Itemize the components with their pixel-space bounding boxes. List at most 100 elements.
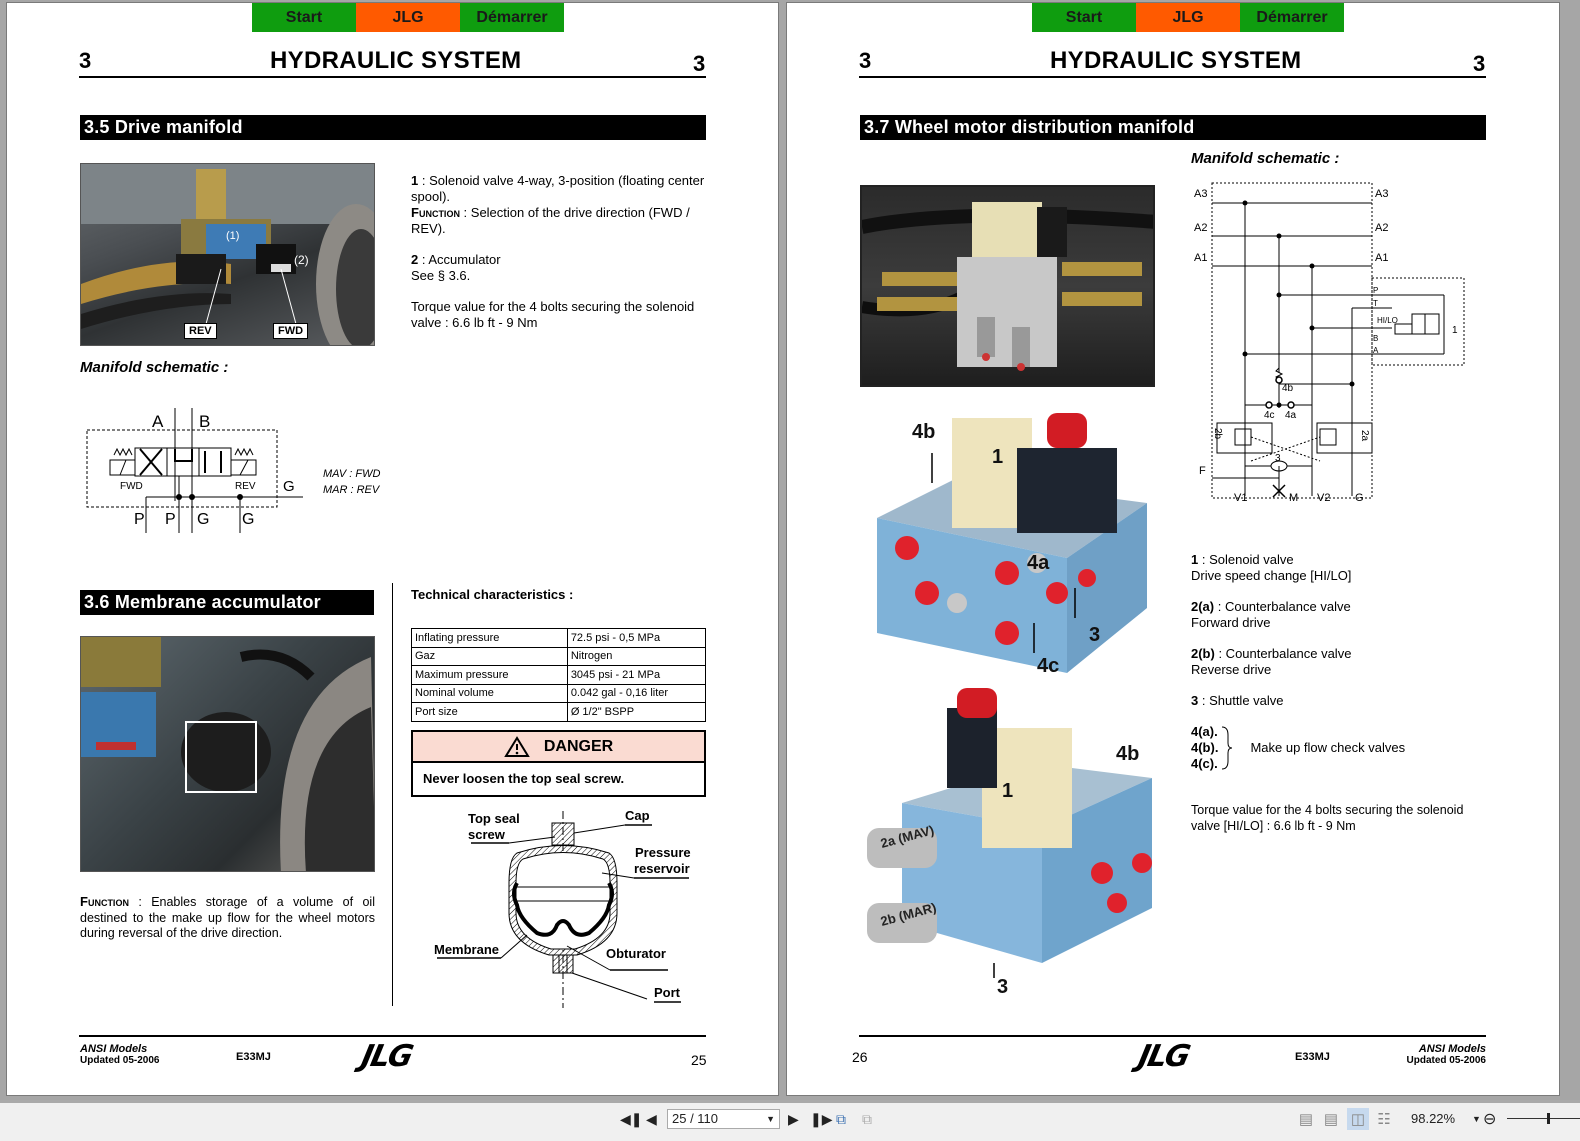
check-valve-ids: 4(a). 4(b). 4(c).	[1191, 724, 1218, 772]
last-page-icon[interactable]: ❚▶	[810, 1111, 833, 1127]
jlg-logo: JLG	[358, 1039, 415, 1074]
photo-label-fwd: FWD	[273, 323, 309, 339]
footer-model-code: E33MJ	[236, 1051, 271, 1063]
drive-manifold-illustration: (1) (2)	[81, 164, 374, 345]
danger-title: DANGER	[543, 737, 614, 755]
next-page-icon[interactable]: ▶	[788, 1111, 799, 1127]
check-valves-text: Make up flow check valves	[1250, 740, 1406, 755]
legend-mav: MAV : FWD	[323, 468, 381, 480]
item-text: : Counterbalance valve	[1214, 599, 1351, 614]
continuous-icon[interactable]: ▤	[1323, 1111, 1339, 1128]
nav-tabs: Start JLG Démarrer	[252, 3, 564, 32]
page-25: Start JLG Démarrer 3 HYDRAULIC SYSTEM 3 …	[6, 2, 779, 1096]
function-text: : Selection of the drive direction (FWD …	[411, 205, 690, 236]
zoom-slider-thumb[interactable]	[1547, 1113, 1550, 1124]
schematic-4c: 4c	[1264, 410, 1275, 421]
schematic-heading: Manifold schematic :	[1191, 150, 1340, 167]
warning-triangle-icon	[504, 735, 530, 757]
footer-model-code: E33MJ	[1295, 1051, 1330, 1063]
nav-tab-demarrer[interactable]: Démarrer	[460, 3, 564, 32]
section-heading-3-7: 3.7 Wheel motor distribution manifold	[860, 115, 1486, 140]
section-heading-3-5: 3.5 Drive manifold	[80, 115, 706, 140]
label-cap: Cap	[625, 808, 650, 823]
item-text: : Accumulator	[418, 252, 501, 267]
label-reservoir: reservoir	[634, 861, 690, 876]
item-number: 2(b)	[1191, 646, 1215, 661]
zoom-out-icon[interactable]: ⊖	[1483, 1111, 1497, 1128]
schematic-f: F	[1199, 465, 1206, 477]
page-title: HYDRAULIC SYSTEM	[270, 47, 522, 74]
zoom-dropdown-icon[interactable]: ▼	[1472, 1114, 1481, 1124]
zoom-slider[interactable]	[1507, 1113, 1580, 1124]
port-label-g-side: G	[283, 478, 295, 495]
nav-tab-demarrer[interactable]: Démarrer	[1240, 3, 1344, 32]
item-1-description: 1 : Solenoid valve 4-way, 3-position (fl…	[411, 173, 707, 237]
tech-value: 3045 psi - 21 MPa	[566, 665, 707, 685]
drive-manifold-schematic: A B FWD REV G P P	[86, 408, 303, 533]
facing-icon[interactable]: ◫	[1347, 1108, 1369, 1130]
document-viewport: Start JLG Démarrer 3 HYDRAULIC SYSTEM 3 …	[6, 2, 1560, 1096]
tech-property: Nominal volume	[411, 683, 568, 703]
wheel-motor-schematic: A3 A3 A2 A2 A1 A1 P T B	[1194, 182, 1465, 504]
nav-tab-jlg[interactable]: JLG	[356, 3, 460, 32]
port-label-g1: G	[197, 511, 209, 528]
chapter-number-left: 3	[79, 48, 92, 73]
footer-ansi: ANSI Models	[1418, 1043, 1486, 1055]
schematic-v1: V1	[1234, 492, 1247, 504]
continuous-facing-icon[interactable]: ☷	[1377, 1111, 1391, 1128]
item-subtext: Forward drive	[1191, 615, 1271, 630]
item-subtext: Drive speed change [HI/LO]	[1191, 568, 1352, 583]
page-indicator: 25 / 110	[672, 1111, 719, 1126]
page-number-select[interactable]: 25 / 110 ▼	[667, 1109, 780, 1129]
schematic-4a: 4a	[1285, 410, 1297, 421]
item-text: : Counterbalance valve	[1214, 646, 1352, 661]
port-label-b: B	[199, 412, 210, 431]
item-number: 3	[1191, 693, 1199, 708]
zoom-level[interactable]: 98.22%	[1411, 1111, 1456, 1126]
schematic-hilo: HI/LO	[1377, 316, 1398, 325]
footer-updated: Updated 05-2006	[80, 1055, 160, 1066]
tech-value: 72.5 psi - 0,5 MPa	[566, 628, 707, 648]
schematic-legend: MAV : FWD MAR : REV	[323, 466, 380, 498]
first-page-icon[interactable]: ◀❚	[620, 1111, 643, 1127]
next-view-icon[interactable]: ⧉	[862, 1111, 872, 1127]
item-text: : Solenoid valve	[1198, 552, 1294, 567]
schematic-2b: 2b	[1212, 428, 1223, 440]
label-port: Port	[654, 985, 681, 1000]
schematic-a1-right: A1	[1375, 252, 1388, 264]
header-rule	[79, 76, 706, 78]
schematic-v2: V2	[1317, 492, 1330, 504]
single-page-icon[interactable]: ▤	[1298, 1111, 1314, 1128]
item-number: 2	[411, 252, 419, 267]
accumulator-cross-section-diagram: Top seal screw Cap Pressure reservoir Me…	[434, 808, 691, 1008]
footer-models: ANSI Models Updated 05-2006	[1387, 1043, 1486, 1066]
tech-property: Inflating pressure	[411, 628, 568, 648]
chapter-number-left: 3	[859, 48, 872, 73]
danger-box: DANGER Never loosen the top seal screw.	[411, 730, 706, 797]
schematic-m: M	[1289, 492, 1298, 504]
photo-label-rev: REV	[184, 323, 217, 339]
solenoid-label-fwd: FWD	[120, 481, 143, 492]
nav-tab-jlg[interactable]: JLG	[1136, 3, 1240, 32]
column-divider	[392, 583, 393, 1006]
tech-value: 0.042 gal - 0,16 liter	[566, 683, 707, 703]
manifold-part-photo-top	[877, 413, 1147, 673]
schematic-b: B	[1373, 334, 1378, 343]
function-text: : Enables storage of a volume of oil des…	[80, 895, 375, 940]
nav-tabs: Start JLG Démarrer	[1032, 3, 1344, 32]
schematic-3: 3	[1275, 453, 1281, 464]
page-26: Start JLG Démarrer 3 HYDRAULIC SYSTEM 3 …	[786, 2, 1560, 1096]
nav-tab-start[interactable]: Start	[1032, 3, 1136, 32]
torque-value: Torque value for the 4 bolts securing th…	[1191, 803, 1464, 833]
previous-view-icon[interactable]: ⧉	[836, 1111, 846, 1127]
prev-page-icon[interactable]: ◀	[646, 1111, 657, 1127]
nav-tab-start[interactable]: Start	[252, 3, 356, 32]
schematic-g: G	[1355, 492, 1364, 504]
